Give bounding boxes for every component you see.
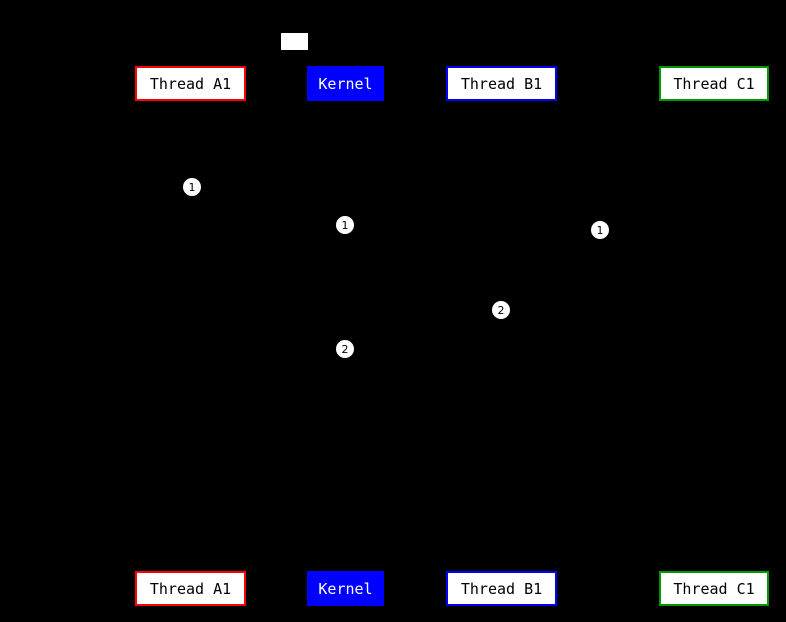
note-box <box>281 33 308 50</box>
participant-bottom-kernel: Kernel <box>307 571 384 606</box>
step-marker-1: 1 <box>591 221 609 239</box>
step-marker-1: 1 <box>336 216 354 234</box>
step-marker-1: 1 <box>183 178 201 196</box>
participant-top-thread-a1: Thread A1 <box>135 66 246 101</box>
participant-bottom-thread-c1: Thread C1 <box>659 571 769 606</box>
step-marker-2: 2 <box>336 340 354 358</box>
participant-bottom-thread-a1: Thread A1 <box>135 571 246 606</box>
participant-top-thread-b1: Thread B1 <box>446 66 557 101</box>
participant-bottom-thread-b1: Thread B1 <box>446 571 557 606</box>
participant-top-thread-c1: Thread C1 <box>659 66 769 101</box>
step-marker-2: 2 <box>492 301 510 319</box>
participant-top-kernel: Kernel <box>307 66 384 101</box>
